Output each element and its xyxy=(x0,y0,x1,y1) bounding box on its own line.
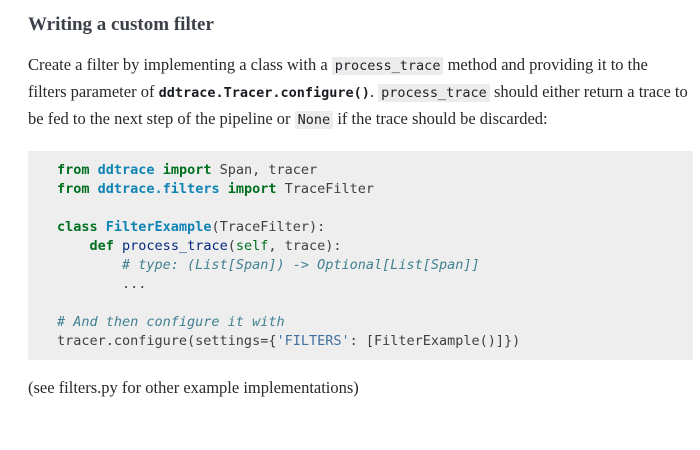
inline-code: process_trace xyxy=(378,84,490,102)
code-line xyxy=(57,294,681,313)
code-token-fn: process_trace xyxy=(122,238,228,254)
section-heading: Writing a custom filter xyxy=(28,14,214,35)
code-line: from ddtrace import Span, tracer xyxy=(57,161,681,180)
code-line: def process_trace(self, trace): xyxy=(57,237,681,256)
code-token-plain: , trace): xyxy=(268,238,342,254)
code-token-kw: from xyxy=(57,181,90,197)
paragraph-text: should either return a trace to be fed t… xyxy=(28,82,688,128)
code-token-plain xyxy=(90,181,98,197)
code-token-plain: tracer.configure(settings={ xyxy=(57,333,277,349)
code-line: tracer.configure(settings={'FILTERS': [F… xyxy=(57,332,681,351)
code-token-nc: FilterExample xyxy=(105,219,212,235)
paragraph-text: Create a filter by implementing a class … xyxy=(28,55,332,74)
code-token-st: 'FILTERS' xyxy=(276,333,350,349)
code-token-plain xyxy=(220,181,228,197)
doc-page: Writing a custom filter Create a filter … xyxy=(0,14,700,399)
code-token-plain xyxy=(90,162,98,178)
code-line: # And then configure it with xyxy=(57,313,681,332)
code-token-kw: import xyxy=(162,162,212,178)
paragraph-text: . xyxy=(369,82,379,101)
code-token-plain: TraceFilter xyxy=(276,181,375,197)
code-token-bi: self xyxy=(235,238,269,254)
code-token-kw: from xyxy=(57,162,90,178)
code-token-cm: # And then configure it with xyxy=(57,314,285,330)
code-token-kw: import xyxy=(227,181,277,197)
intro-paragraph: Create a filter by implementing a class … xyxy=(28,52,690,133)
code-line: ... xyxy=(57,275,681,294)
code-token-plain xyxy=(114,238,122,254)
inline-code: ddtrace.Tracer.configure() xyxy=(158,85,370,101)
code-line: class FilterExample(TraceFilter): xyxy=(57,218,681,237)
code-token-plain xyxy=(98,219,106,235)
code-token-plain: (TraceFilter): xyxy=(211,219,326,235)
inline-code: process_trace xyxy=(331,57,444,75)
inline-code: None xyxy=(294,111,334,129)
code-line xyxy=(57,199,681,218)
code-line: from ddtrace.filters import TraceFilter xyxy=(57,180,681,199)
paragraph-text: method and providing it to the filters p… xyxy=(28,55,648,101)
paragraph-text: if the trace should be discarded: xyxy=(333,109,548,128)
code-token-kw: class xyxy=(57,219,98,235)
code-token-kw: def xyxy=(89,238,114,254)
code-token-plain: : [FilterExample()]}) xyxy=(349,333,521,349)
code-token-plain: ... xyxy=(57,276,147,292)
code-token-ns: ddtrace.filters xyxy=(97,181,220,197)
code-token-ns: ddtrace xyxy=(97,162,155,178)
code-token-plain: ( xyxy=(227,238,236,254)
code-token-plain xyxy=(155,162,163,178)
footer-note: (see filters.py for other example implem… xyxy=(28,378,359,397)
code-token-plain: Span, tracer xyxy=(211,162,318,178)
code-token-plain xyxy=(57,238,90,254)
code-line: # type: (List[Span]) -> Optional[List[Sp… xyxy=(57,256,681,275)
code-token-plain xyxy=(57,257,122,273)
code-token-cm: # type: (List[Span]) -> Optional[List[Sp… xyxy=(122,257,480,273)
